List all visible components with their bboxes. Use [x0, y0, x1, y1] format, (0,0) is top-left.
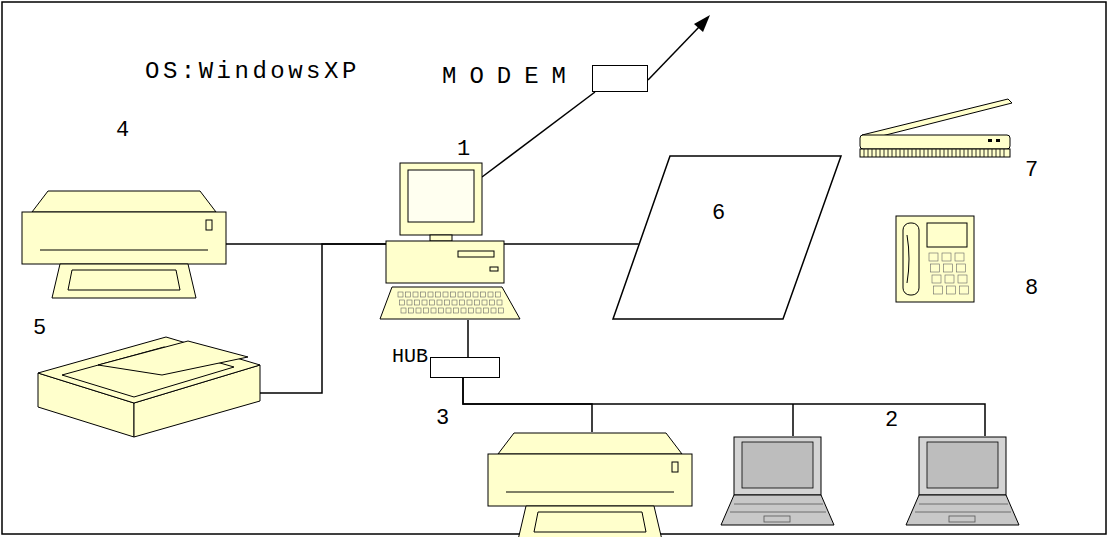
- cable: [463, 378, 592, 432]
- tablet-shape: 6: [612, 155, 842, 320]
- scanner-icon-art: [38, 335, 262, 440]
- callout-number: 2: [885, 410, 898, 432]
- fax-icon: 7: [858, 95, 1013, 160]
- phone-icon: 8: [895, 215, 975, 303]
- os-label-text: OS:WindowsXP: [145, 60, 360, 84]
- scanner-icon: 5: [38, 335, 262, 440]
- cable: [504, 243, 639, 245]
- printer-icon-art: [20, 190, 228, 300]
- bus-drop-wire: [792, 404, 794, 436]
- callout-number: 4: [116, 120, 129, 142]
- printer-icon-art: [486, 432, 690, 526]
- printer-icon: 3: [486, 432, 690, 526]
- laptop-icon-art: [905, 436, 1020, 526]
- callout-number: 6: [712, 203, 725, 225]
- cable: [463, 378, 985, 436]
- modem-box: MODEM: [592, 65, 648, 92]
- pc-icon-art: [378, 163, 523, 320]
- callout-number: 5: [33, 318, 46, 340]
- os-label: OS:WindowsXP: [145, 60, 360, 84]
- cable: [482, 92, 595, 177]
- hub-box: HUB: [430, 357, 500, 378]
- laptop-icon: [721, 437, 834, 525]
- printer-icon: 4: [20, 190, 228, 300]
- callout-number: 8: [1025, 278, 1038, 300]
- cable: [260, 244, 386, 393]
- callout-number: 1: [457, 139, 470, 161]
- pc-icon: 1: [378, 163, 523, 320]
- device-label: HUB: [392, 347, 428, 367]
- laptop-icon: 2: [905, 436, 1020, 526]
- callout-number: 3: [436, 408, 449, 430]
- phone-icon-art: [895, 215, 975, 303]
- modem-arrow: [648, 15, 710, 80]
- cable: [467, 320, 469, 357]
- fax-icon-art: [858, 95, 1013, 160]
- tablet-shape-art: [612, 155, 842, 320]
- device-label: MODEM: [442, 65, 579, 89]
- callout-number: 7: [1025, 160, 1038, 182]
